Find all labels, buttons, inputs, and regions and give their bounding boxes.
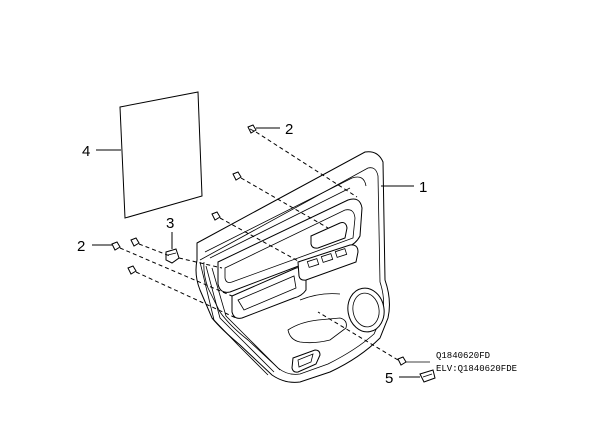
dashed-guide-left-3 [135,271,237,319]
callout-1: 1 [419,179,427,196]
dashed-guide-left-1 [119,247,233,297]
callout-3: 3 [166,215,174,232]
clip-left-2 [130,237,140,247]
callout-2-left: 2 [77,238,85,255]
clip-middle-1 [232,171,242,181]
dashed-guide-middle-1 [240,177,329,229]
part-code-1: Q1840620FD [436,351,490,361]
water-shield-sheet [119,91,203,219]
dashed-guide-retainer [178,257,223,269]
dashed-guide-bottom [317,311,399,361]
dashed-guide-upper [255,131,358,198]
retainer [165,248,180,264]
bottom-screw [397,356,407,366]
clip-left-1 [111,241,121,251]
dashed-guide-middle-2 [219,217,301,263]
bracket [419,369,436,383]
clip-middle-2 [211,211,221,221]
clip-upper [247,124,257,134]
door-trim-panel [195,151,390,383]
callout-4: 4 [82,143,90,160]
callout-5: 5 [385,370,393,387]
dashed-guide-left-2 [138,243,171,257]
part-code-2: ELV:Q1840620FDE [436,364,517,374]
clip-left-3 [127,265,137,275]
callout-2-upper: 2 [285,121,293,138]
